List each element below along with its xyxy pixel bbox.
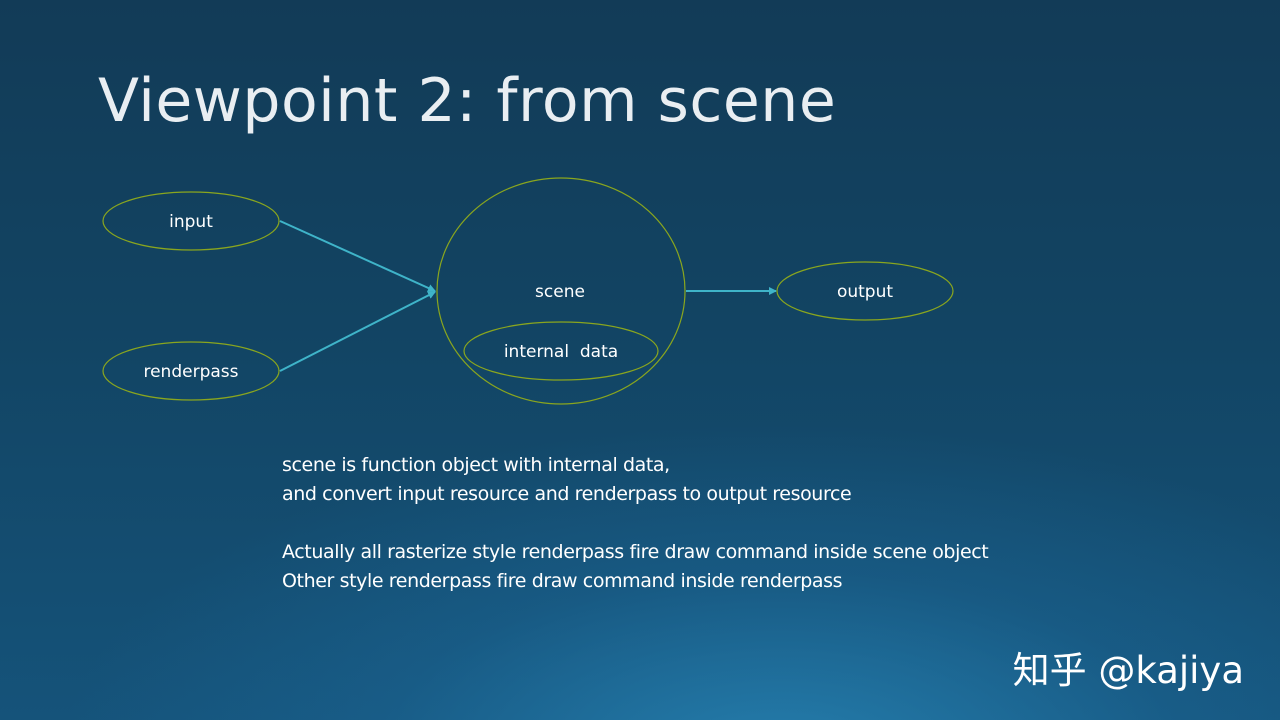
body-text: scene is function object with internal d… [282, 451, 989, 596]
watermark: 知乎 @kajiya [1012, 649, 1244, 692]
arrow-renderpass-to-scene [279, 291, 436, 372]
renderpass-label: renderpass [143, 362, 238, 382]
body-spacer [282, 509, 988, 538]
scene-label: scene [535, 282, 585, 302]
internal-data-node: internal data [463, 321, 659, 381]
body-line-3: Actually all rasterize style renderpass … [282, 541, 989, 563]
scene-node: scene [436, 177, 686, 405]
body-line-1: scene is function object with internal d… [282, 454, 670, 476]
arrow-input-to-scene [279, 220, 436, 292]
input-node: input [102, 191, 280, 251]
internal-data-label: internal data [504, 342, 618, 362]
body-line-4: Other style renderpass fire draw command… [282, 570, 843, 592]
output-label: output [837, 282, 893, 302]
slide-title: Viewpoint 2: from scene [98, 66, 837, 136]
renderpass-node: renderpass [102, 341, 280, 401]
output-node: output [776, 261, 954, 321]
body-line-2: and convert input resource and renderpas… [282, 483, 852, 505]
input-label: input [169, 212, 213, 232]
